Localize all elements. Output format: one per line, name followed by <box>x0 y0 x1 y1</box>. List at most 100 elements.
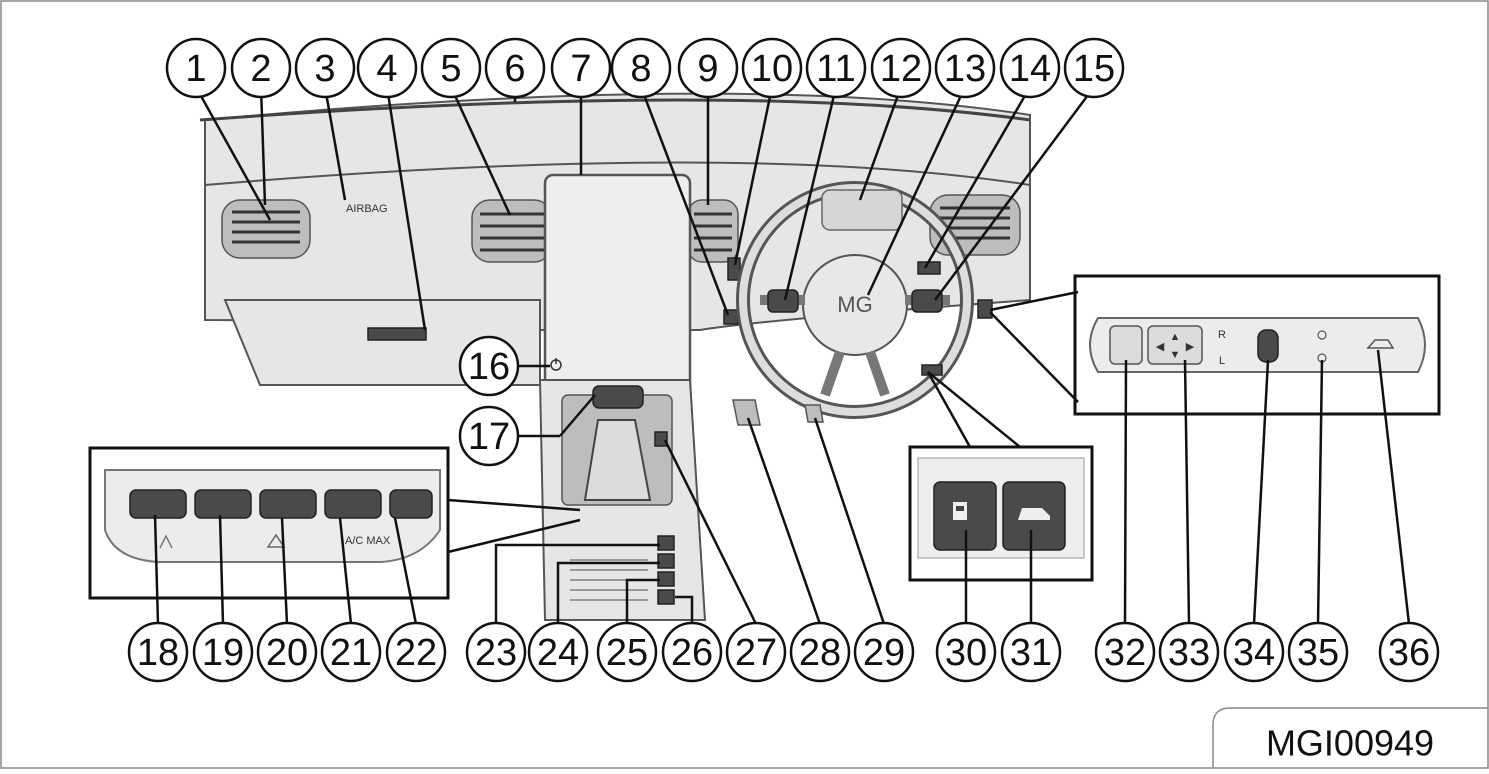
callout-number: 22 <box>395 632 437 674</box>
callout-31: 31 <box>1000 621 1062 683</box>
airbag-label: AIRBAG <box>346 203 388 215</box>
callout-number: 24 <box>537 632 579 674</box>
figure-code: MGI00949 <box>1266 723 1434 764</box>
callout-circle <box>420 37 482 99</box>
mirror-down-arrow: ▼ <box>1170 349 1181 361</box>
callout-circle <box>465 621 527 683</box>
mg-badge: MG <box>837 292 872 317</box>
callout-circle <box>127 621 189 683</box>
callout-circle <box>805 37 867 99</box>
climate-button-19[interactable] <box>194 489 252 519</box>
wiper-stalk[interactable] <box>917 261 941 275</box>
callout-circle <box>999 37 1061 99</box>
callout-9: 9 <box>677 37 739 99</box>
wheel-switch-left[interactable] <box>767 289 799 313</box>
trunk-release-icon <box>1018 508 1050 520</box>
tailgate-icon <box>1366 339 1395 349</box>
callout-16: 16 <box>458 335 520 397</box>
glovebox-handle[interactable] <box>367 327 427 341</box>
callout-number: 20 <box>266 632 308 674</box>
callout-circle <box>484 37 546 99</box>
inset-mirror-leader-a <box>989 290 1079 312</box>
seat-heater-left-button[interactable] <box>129 489 187 519</box>
callout-32: 32 <box>1094 621 1156 683</box>
callout-circle <box>1094 621 1156 683</box>
callout-circle <box>596 621 658 683</box>
callout-number: 28 <box>799 632 841 674</box>
callout-6: 6 <box>484 37 546 99</box>
hazard-triangle-icon <box>266 533 286 548</box>
hazard-button[interactable] <box>259 489 317 519</box>
callout-number: 18 <box>137 632 179 674</box>
switch-32[interactable] <box>1109 325 1143 365</box>
under-wheel-switch[interactable] <box>921 364 943 376</box>
callout-number: 9 <box>697 48 718 90</box>
callout-circle <box>320 621 382 683</box>
callout-number: 13 <box>944 48 986 90</box>
power-icon[interactable] <box>550 358 562 371</box>
callout-11: 11 <box>805 37 867 99</box>
callout-number: 21 <box>330 632 372 674</box>
headlamp-leveling-wheel[interactable] <box>1257 329 1279 363</box>
callout-number: 23 <box>475 632 517 674</box>
ac-max-label: A/C MAX <box>345 535 391 547</box>
callout-number: 19 <box>202 632 244 674</box>
stalk-switch[interactable] <box>727 257 741 281</box>
callout-18: 18 <box>127 621 189 683</box>
console-switch-24[interactable] <box>657 553 675 569</box>
callout-1: 1 <box>165 37 227 99</box>
callout-number: 3 <box>314 48 335 90</box>
callout-33: 33 <box>1158 621 1220 683</box>
callout-circle <box>165 37 227 99</box>
callout-circle <box>294 37 356 99</box>
seat-heater-right-button[interactable] <box>389 489 433 519</box>
callout-circle <box>550 37 612 99</box>
brake-pedal[interactable] <box>732 399 761 426</box>
callout-13: 13 <box>934 37 996 99</box>
wheel-switch-right[interactable] <box>911 289 943 313</box>
callout-number: 6 <box>504 48 525 90</box>
console-switch-23[interactable] <box>657 535 675 551</box>
console-switch-26[interactable] <box>657 589 675 605</box>
inset-leader-bottom <box>447 518 581 554</box>
mirror-adjust-pad[interactable] <box>1147 325 1203 365</box>
leader-lines <box>153 86 1411 625</box>
instrument-cluster <box>821 189 903 231</box>
callout-number: 32 <box>1104 632 1146 674</box>
callout-19: 19 <box>192 621 254 683</box>
gear-lever-knob[interactable] <box>592 385 644 409</box>
console-switch-25[interactable] <box>657 571 675 587</box>
accelerator-pedal[interactable] <box>804 404 824 423</box>
callout-circle <box>1000 621 1062 683</box>
callout-14: 14 <box>999 37 1061 99</box>
callout-circle <box>677 37 739 99</box>
callout-circle <box>853 621 915 683</box>
callout-number: 25 <box>606 632 648 674</box>
callout-2: 2 <box>230 37 292 99</box>
windscreen-edge <box>199 98 1031 122</box>
vent-center-right-slats <box>694 212 732 252</box>
mirror-select-l[interactable]: L <box>1219 355 1225 367</box>
callout-circle <box>934 37 996 99</box>
mirror-right-arrow: ▶ <box>1186 341 1195 353</box>
callout-circle <box>256 621 318 683</box>
switch-27[interactable] <box>654 431 668 447</box>
callout-circle <box>385 621 447 683</box>
callout-number: 1 <box>185 48 206 90</box>
inset-fuel-trunk <box>908 371 1094 582</box>
callout-number: 7 <box>570 48 591 90</box>
callout-number: 8 <box>630 48 651 90</box>
callout-number: 2 <box>250 48 271 90</box>
callout-circle <box>1223 621 1285 683</box>
fuel-door-icon <box>953 502 967 520</box>
callout-24: 24 <box>527 621 589 683</box>
callout-number: 10 <box>751 48 793 90</box>
ac-max-button[interactable] <box>324 489 382 519</box>
mirror-select-r[interactable]: R <box>1218 329 1226 341</box>
inset-leader-top <box>447 498 581 512</box>
callout-number: 34 <box>1233 632 1275 674</box>
vent-center-left-slats <box>480 212 545 252</box>
callout-34: 34 <box>1223 621 1285 683</box>
